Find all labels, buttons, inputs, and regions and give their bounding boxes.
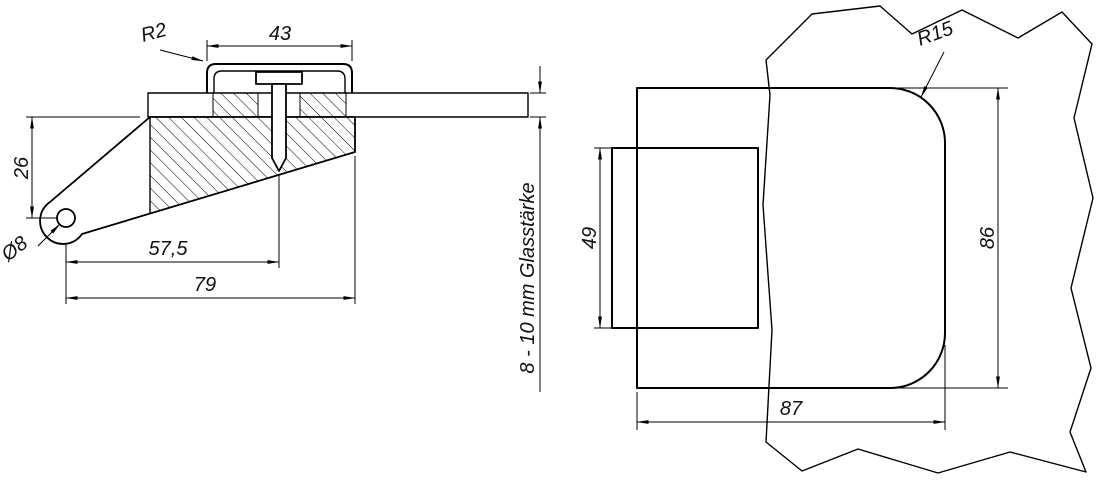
dimension-total-length: 79 [65, 156, 356, 304]
right-view: R15 49 86 87 [579, 5, 1094, 474]
dimension-notch-height: 49 [579, 147, 612, 329]
dim-cap-width-label: 43 [269, 23, 291, 45]
cover-cap-inner [213, 70, 346, 93]
callout-r15: R15 [914, 17, 957, 98]
dim-body-height-label: 86 [977, 226, 999, 249]
glass-pane-front [762, 5, 1094, 474]
clamp-jaw-left-hatch [212, 92, 259, 118]
glass-thickness-note: 8 - 10 mm Glasstärke [517, 182, 539, 373]
dim-r2-label: R2 [139, 19, 169, 47]
dim-total-length-label: 79 [194, 274, 216, 296]
cover-cap-outer [206, 63, 353, 93]
clamp-insert [611, 147, 759, 329]
clamp-body-hatch [150, 117, 355, 213]
dim-notch-height-label: 49 [579, 227, 601, 249]
dimension-screw-distance: 57,5 [65, 175, 280, 304]
dim-pivot-offset-label: 26 [11, 156, 33, 180]
dim-r15-label: R15 [914, 17, 957, 51]
dim-screw-distance-label: 57,5 [149, 238, 189, 260]
dimension-pivot-offset: 26 [11, 116, 140, 219]
dimension-body-width: 87 [636, 345, 946, 430]
callout-r2: R2 [139, 19, 204, 62]
dim-hole-diameter-label: Ø8 [0, 232, 32, 266]
dimension-body-height: 86 [895, 87, 1008, 389]
screw-head [255, 71, 303, 85]
clamp-jaw-right-hatch [299, 92, 347, 118]
dim-body-width-label: 87 [780, 398, 803, 420]
left-view: 43 R2 26 Ø8 57,5 79 [0, 19, 546, 392]
dimension-cap-width: 43 [206, 23, 353, 61]
fitting-body [636, 87, 946, 389]
dimension-glass-thickness: 8 - 10 mm Glasstärke [517, 66, 546, 392]
screw-shaft [271, 83, 287, 172]
